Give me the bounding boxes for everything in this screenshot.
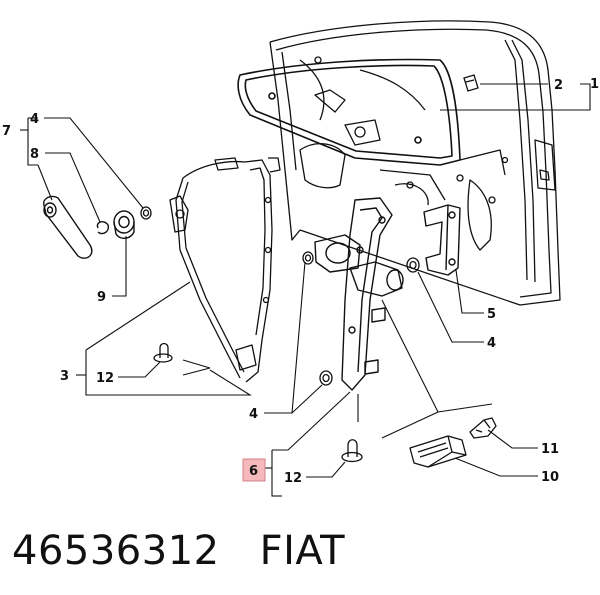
clip-part-2 [463,74,479,92]
brand-name: FIAT [259,528,346,574]
connector-part-10 [409,435,467,468]
door-frame [269,20,561,306]
callout-10: 10 [541,470,559,485]
part-number-footer: 46536312 FIAT [12,516,345,586]
callout-7: 7 [2,124,11,139]
nut-part-4-upper [140,206,152,220]
callout-12-lower: 12 [284,471,302,486]
callout-4-upper: 4 [30,112,39,127]
callout-5: 5 [487,307,496,322]
highlight-box-part-6 [242,458,266,482]
callout-11: 11 [541,442,559,457]
callout-labels: 1 2 3 4 4 4 5 6 7 8 9 10 11 12 12 [2,77,599,486]
callout-8: 8 [30,147,39,162]
push-pin-part-12-lower [341,439,363,463]
bushing-part-9 [113,210,135,239]
nut-part-4-center [302,251,314,265]
motor-regulator-part-6 [314,197,404,391]
nut-part-4-right [406,257,420,273]
spring-clip-part-8 [96,221,110,235]
cable-regulator-part-3 [169,157,281,383]
callout-3: 3 [60,369,69,384]
window-glass [237,58,461,166]
crank-handle-part-7 [43,195,93,259]
callout-4-lower: 4 [249,407,258,422]
callout-12-left: 12 [96,371,114,386]
terminal-part-11 [469,417,497,439]
callout-6: 6 [249,464,258,479]
part-number: 46536312 [12,528,220,574]
bracket-part-5 [423,204,461,276]
leader-lines [20,83,591,497]
nut-part-4-lower [319,370,333,386]
exploded-parts-diagram: 1 2 3 4 4 4 5 6 7 8 9 10 11 12 12 [2,20,599,497]
callout-9: 9 [97,290,106,305]
push-pin-part-12-left [153,342,173,363]
callout-1: 1 [590,77,599,92]
callout-2: 2 [554,78,563,93]
callout-4-right: 4 [487,336,496,351]
